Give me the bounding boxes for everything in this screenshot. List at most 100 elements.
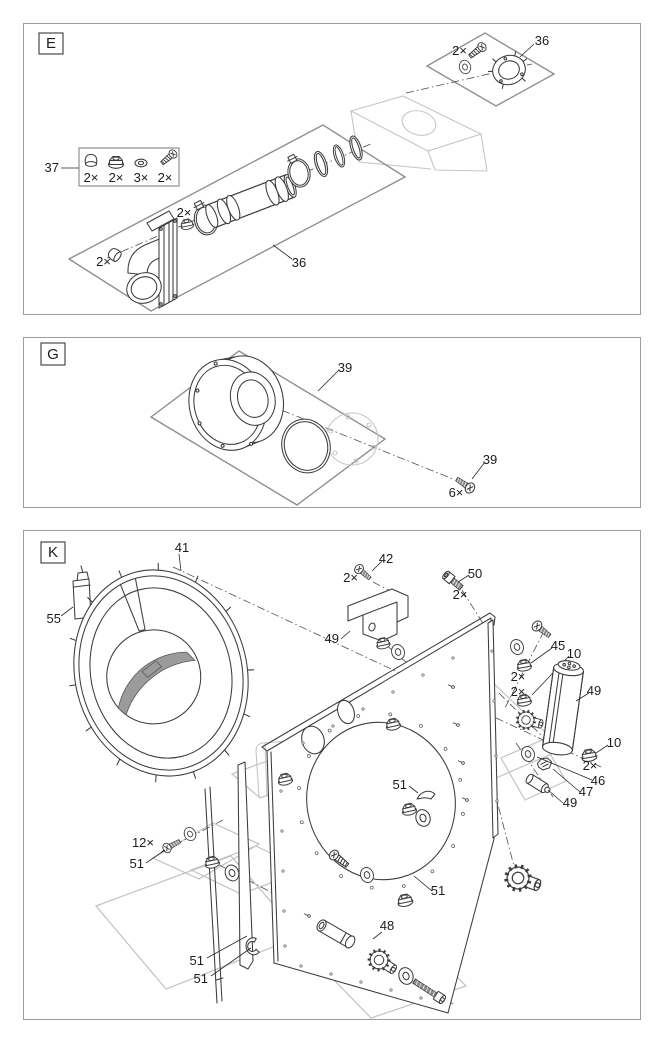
part-label-47: 47 xyxy=(579,784,593,799)
leader-48 xyxy=(372,931,383,940)
drum-opening xyxy=(297,712,465,890)
part-label-36-flange: 36 xyxy=(535,33,549,48)
o-ring xyxy=(330,143,348,169)
faint-housing-outline xyxy=(349,95,488,172)
part-label-50: 50 xyxy=(468,566,482,581)
assembly-frame-36-flange xyxy=(425,32,556,107)
leader-36-tube xyxy=(272,244,293,260)
o-ring-39 xyxy=(281,418,331,474)
rivet-pins xyxy=(215,683,470,981)
sleeve-48 xyxy=(316,919,356,949)
leader-51-clip xyxy=(210,947,252,977)
panel-letter: E xyxy=(46,35,56,52)
washer xyxy=(457,58,473,76)
part-label-10-upper: 10 xyxy=(567,646,581,661)
qty-lock-nut: 2× xyxy=(109,170,124,185)
panel-g-drawing: G xyxy=(40,342,497,506)
panel-letter: K xyxy=(48,544,58,561)
letter-box-e: E xyxy=(38,32,64,55)
washer xyxy=(507,637,527,657)
letter-box-g: G xyxy=(40,342,66,366)
part-label-42: 42 xyxy=(379,551,393,566)
leader-51-strip xyxy=(206,935,248,959)
qty-elbow-nut: 2× xyxy=(177,205,192,220)
leader-39-assembly xyxy=(317,369,340,392)
qty-10-lower: 2× xyxy=(583,758,598,773)
nut-51 xyxy=(203,854,221,870)
panel-letter: G xyxy=(47,346,59,363)
washer xyxy=(388,642,408,662)
part-label-49-bracket: 49 xyxy=(325,631,339,646)
leader-42 xyxy=(371,560,383,572)
part-label-49-cylinder: 49 xyxy=(587,683,601,698)
seal-clip-51 xyxy=(416,790,436,800)
part-label-51-washer: 51 xyxy=(431,883,445,898)
part-label-45: 45 xyxy=(551,638,565,653)
leader-46 xyxy=(536,756,593,781)
screw-45 xyxy=(529,618,554,641)
coupling-ring xyxy=(313,150,329,178)
part-label-51-strip: 51 xyxy=(190,953,204,968)
qty-50: 2× xyxy=(453,587,468,602)
plate-edge-holes xyxy=(279,656,455,1000)
qty-45: 2× xyxy=(511,669,526,684)
leader-49-cylinder xyxy=(575,692,590,702)
washer-51 xyxy=(222,862,242,884)
letter-box-k: K xyxy=(40,541,66,564)
elbow-valve-part: 2× xyxy=(96,210,178,309)
cylinder-49 xyxy=(542,660,584,756)
part-label-10-lower: 10 xyxy=(607,735,621,750)
clamp-46 xyxy=(536,757,553,771)
leader-45 xyxy=(530,647,553,664)
part-label-39-assembly: 39 xyxy=(338,360,352,375)
leader-50 xyxy=(457,574,470,583)
qty-elbow-cap: 2× xyxy=(96,254,111,269)
leader-39-screw xyxy=(471,461,486,480)
qty-washer: 3× xyxy=(134,170,149,185)
drive-gear xyxy=(499,859,547,901)
flange-screw xyxy=(466,40,489,61)
part-label-41: 41 xyxy=(175,540,189,555)
part-label-46: 46 xyxy=(591,773,605,788)
qty-cap-nut: 2× xyxy=(84,170,99,185)
part-label-49-grease: 49 xyxy=(563,795,577,810)
subframe-46-47 xyxy=(500,739,567,801)
leader-49-grease xyxy=(547,789,564,804)
qty-flange-screw: 2× xyxy=(452,43,467,58)
qty-39-screw: 6× xyxy=(449,485,464,500)
washer-icon xyxy=(134,158,148,168)
assembly-frame-36-tube xyxy=(67,124,407,312)
leader-49-bracket xyxy=(340,630,351,640)
sieve-disc-41 xyxy=(69,562,255,783)
part-label-36-tube: 36 xyxy=(292,255,306,270)
part-label-51-seal: 51 xyxy=(393,777,407,792)
panel-g: G xyxy=(23,337,641,508)
qty-12-screw: 12× xyxy=(132,835,154,850)
leader-51-washer xyxy=(413,875,433,892)
panel-k: K xyxy=(23,530,641,1020)
cylinder-47 xyxy=(525,773,551,794)
part-label-51-clip: 51 xyxy=(194,971,208,986)
leader-51-seal xyxy=(408,785,419,794)
qty-42: 2× xyxy=(343,570,358,585)
o-ring xyxy=(346,134,366,162)
bracket-49 xyxy=(347,588,409,642)
part-label-37: 37 xyxy=(45,160,59,175)
hardware-kit-37: 2× 2× 3× 2× 37 xyxy=(45,147,180,187)
panel-e: E 2× 2× 3× xyxy=(23,23,641,315)
flange-cone-39 xyxy=(188,355,284,451)
bolt-holes xyxy=(297,712,465,890)
qty-screw: 2× xyxy=(158,170,173,185)
subframe-strips xyxy=(94,855,303,990)
leader-51-screw xyxy=(145,849,166,864)
pinion-gear xyxy=(512,706,547,736)
guide-strips xyxy=(204,619,499,1004)
faint-gasket xyxy=(325,412,379,466)
washer-46 xyxy=(518,744,538,764)
leader-36-flange xyxy=(519,43,535,58)
part-label-48: 48 xyxy=(380,918,394,933)
part-label-51-screw: 51 xyxy=(130,856,144,871)
panel-e-drawing: E 2× 2× 3× xyxy=(38,32,556,312)
part-label-55: 55 xyxy=(47,611,61,626)
